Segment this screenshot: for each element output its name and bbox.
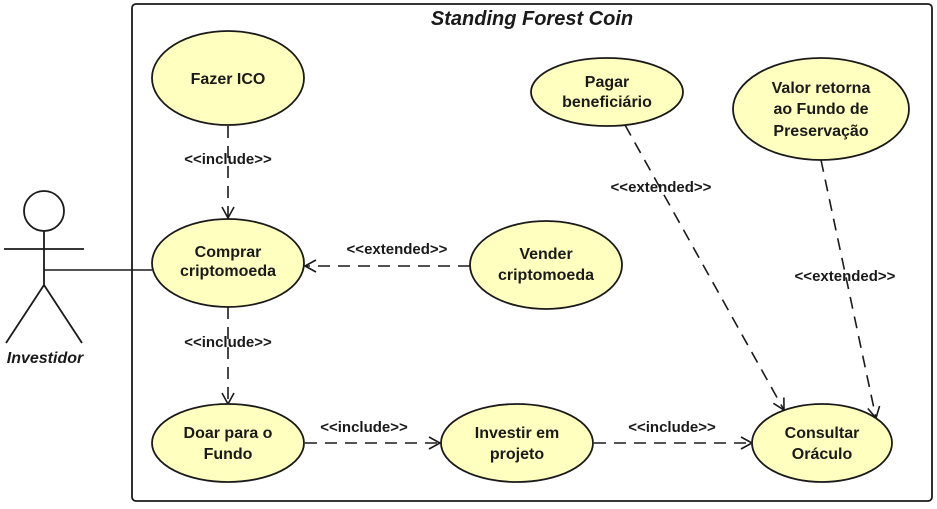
edge-pagar-consultar bbox=[624, 124, 785, 412]
usecase-doar-fundo[interactable] bbox=[151, 403, 305, 483]
system-boundary bbox=[131, 3, 933, 502]
actor-label: Investidor bbox=[7, 350, 84, 367]
usecase-valor-label-2: ao Fundo de bbox=[773, 101, 868, 118]
usecase-pagar-label-1: Pagar bbox=[585, 74, 629, 91]
system-title: Standing Forest Coin bbox=[431, 8, 633, 30]
usecase-pagar-label-2: beneficiário bbox=[562, 94, 652, 111]
usecase-valor-retorna[interactable] bbox=[732, 57, 910, 161]
label-pagar-extended: <<extended>> bbox=[611, 179, 712, 196]
usecase-consultar-oraculo[interactable] bbox=[751, 403, 893, 483]
usecase-investir-label-2: projeto bbox=[490, 446, 544, 463]
label-comprar-include: <<include>> bbox=[184, 334, 272, 351]
usecase-pagar-beneficiario[interactable] bbox=[530, 57, 684, 127]
usecase-valor-label-3: Preservação bbox=[773, 123, 868, 140]
actor-leg-right bbox=[43, 284, 83, 344]
label-valor-extended: <<extended>> bbox=[795, 268, 896, 285]
actor-leg-left bbox=[5, 284, 45, 344]
actor-investidor bbox=[4, 190, 84, 344]
label-doar-include: <<include>> bbox=[320, 419, 408, 436]
label-ico-include: <<include>> bbox=[184, 151, 272, 168]
label-investir-include: <<include>> bbox=[628, 419, 716, 436]
usecase-comprar-label-1: Comprar bbox=[195, 244, 262, 261]
usecase-vender-label-2: criptomoeda bbox=[498, 267, 594, 284]
usecase-fazer-ico[interactable] bbox=[151, 30, 305, 126]
usecase-comprar-criptomoeda[interactable] bbox=[151, 218, 305, 308]
usecase-vender-criptomoeda[interactable] bbox=[469, 220, 623, 310]
usecase-valor-label-1: Valor retorna bbox=[772, 80, 871, 97]
usecase-doar-label-1: Doar para o bbox=[184, 425, 273, 442]
usecase-vender-label-1: Vender bbox=[519, 246, 572, 263]
usecase-investir-projeto[interactable] bbox=[440, 403, 594, 483]
usecase-comprar-label-2: criptomoeda bbox=[180, 263, 276, 280]
actor-head bbox=[23, 190, 65, 232]
usecase-consultar-label-1: Consultar bbox=[785, 425, 860, 442]
usecase-fazer-ico-label: Fazer ICO bbox=[191, 71, 266, 88]
edge-valor-consultar bbox=[820, 159, 881, 420]
usecase-doar-label-2: Fundo bbox=[204, 446, 253, 463]
label-vender-extended: <<extended>> bbox=[347, 241, 448, 258]
usecase-consultar-label-2: Oráculo bbox=[792, 446, 853, 463]
usecase-investir-label-1: Investir em bbox=[475, 425, 559, 442]
